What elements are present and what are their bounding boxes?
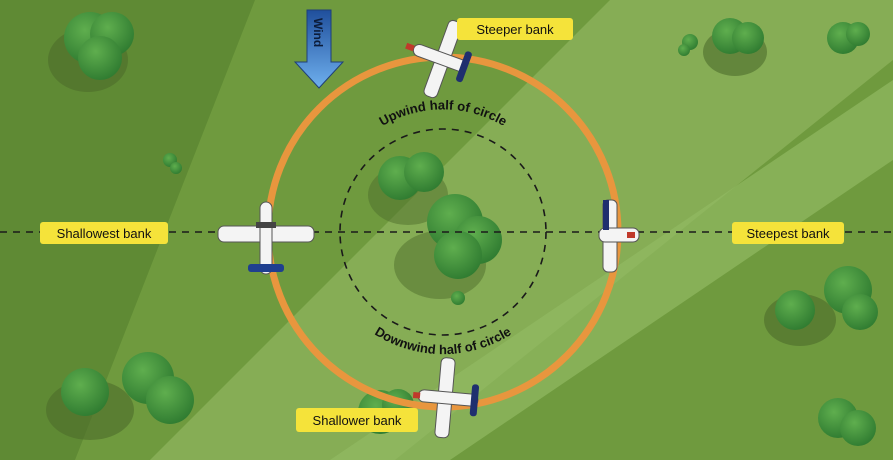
wind-label: Wind [311, 18, 325, 47]
tree-icon [678, 22, 870, 56]
tree-icon [818, 398, 876, 446]
svg-text:Steeper bank: Steeper bank [476, 22, 554, 37]
airplane-icon [412, 357, 480, 439]
tree-icon [764, 266, 878, 346]
svg-text:Shallowest bank: Shallowest bank [57, 226, 152, 241]
steeper-bank-callout: Steeper bank [457, 18, 573, 40]
shallower-bank-callout: Shallower bank [296, 408, 418, 432]
airplane-icon [405, 19, 472, 99]
tree-icon [703, 18, 767, 76]
airplane-icon [598, 199, 640, 273]
wind-arrow-icon: Wind [293, 9, 345, 89]
field-light-band [150, 0, 893, 460]
svg-text:Steepest bank: Steepest bank [746, 226, 830, 241]
shallowest-bank-callout: Shallowest bank [40, 222, 168, 244]
tree-icon [368, 152, 448, 225]
tree-icon [46, 352, 194, 440]
tree-icon [394, 194, 502, 305]
steepest-bank-callout: Steepest bank [732, 222, 844, 244]
tree-icon [163, 153, 182, 174]
airplane-icon [217, 201, 315, 275]
reference-circle [339, 128, 547, 336]
svg-text:Shallower bank: Shallower bank [313, 413, 402, 428]
tree-icon [48, 12, 134, 92]
